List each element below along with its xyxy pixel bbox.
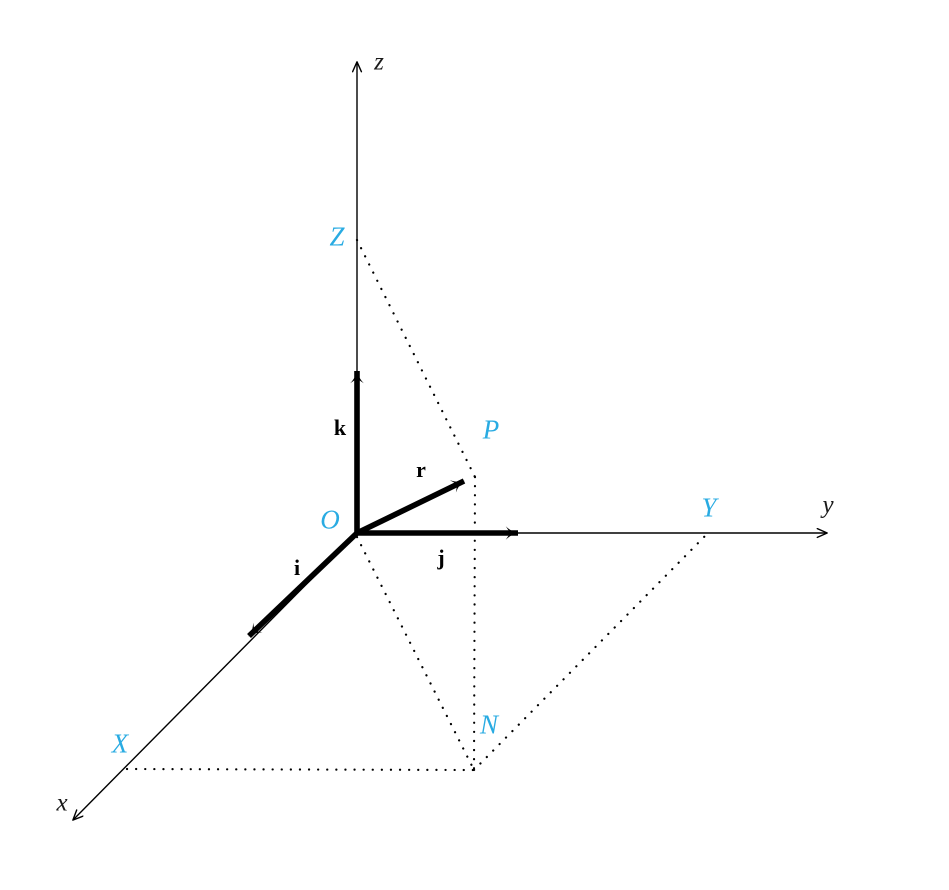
vectors-group — [247, 370, 519, 639]
vector-label-j: j — [437, 545, 445, 570]
axes-group — [73, 62, 827, 820]
vector-i — [247, 530, 359, 639]
point-label-P: P — [482, 414, 500, 445]
axis-label-z: z — [374, 48, 384, 76]
vector-label-r: r — [416, 457, 426, 482]
point-label-X: X — [111, 728, 129, 759]
vector-label-k: k — [333, 415, 347, 440]
axis-label-y: y — [822, 491, 834, 519]
projection-line-P-to-N — [472, 475, 477, 772]
point-label-Z: Z — [329, 221, 345, 252]
point-label-N: N — [479, 709, 499, 740]
point-label-O: O — [320, 504, 340, 535]
projection-line-O-to-N — [355, 535, 476, 772]
projection-lines-group — [125, 238, 710, 772]
projection-line-N-to-Y — [472, 531, 710, 772]
projection-line-Z-to-P — [355, 238, 477, 479]
point-label-Y: Y — [701, 492, 717, 523]
projection-line-X-to-N — [125, 767, 476, 772]
vector-label-i: i — [293, 555, 301, 580]
axis-label-x: x — [56, 789, 68, 817]
vector-r — [355, 478, 466, 536]
